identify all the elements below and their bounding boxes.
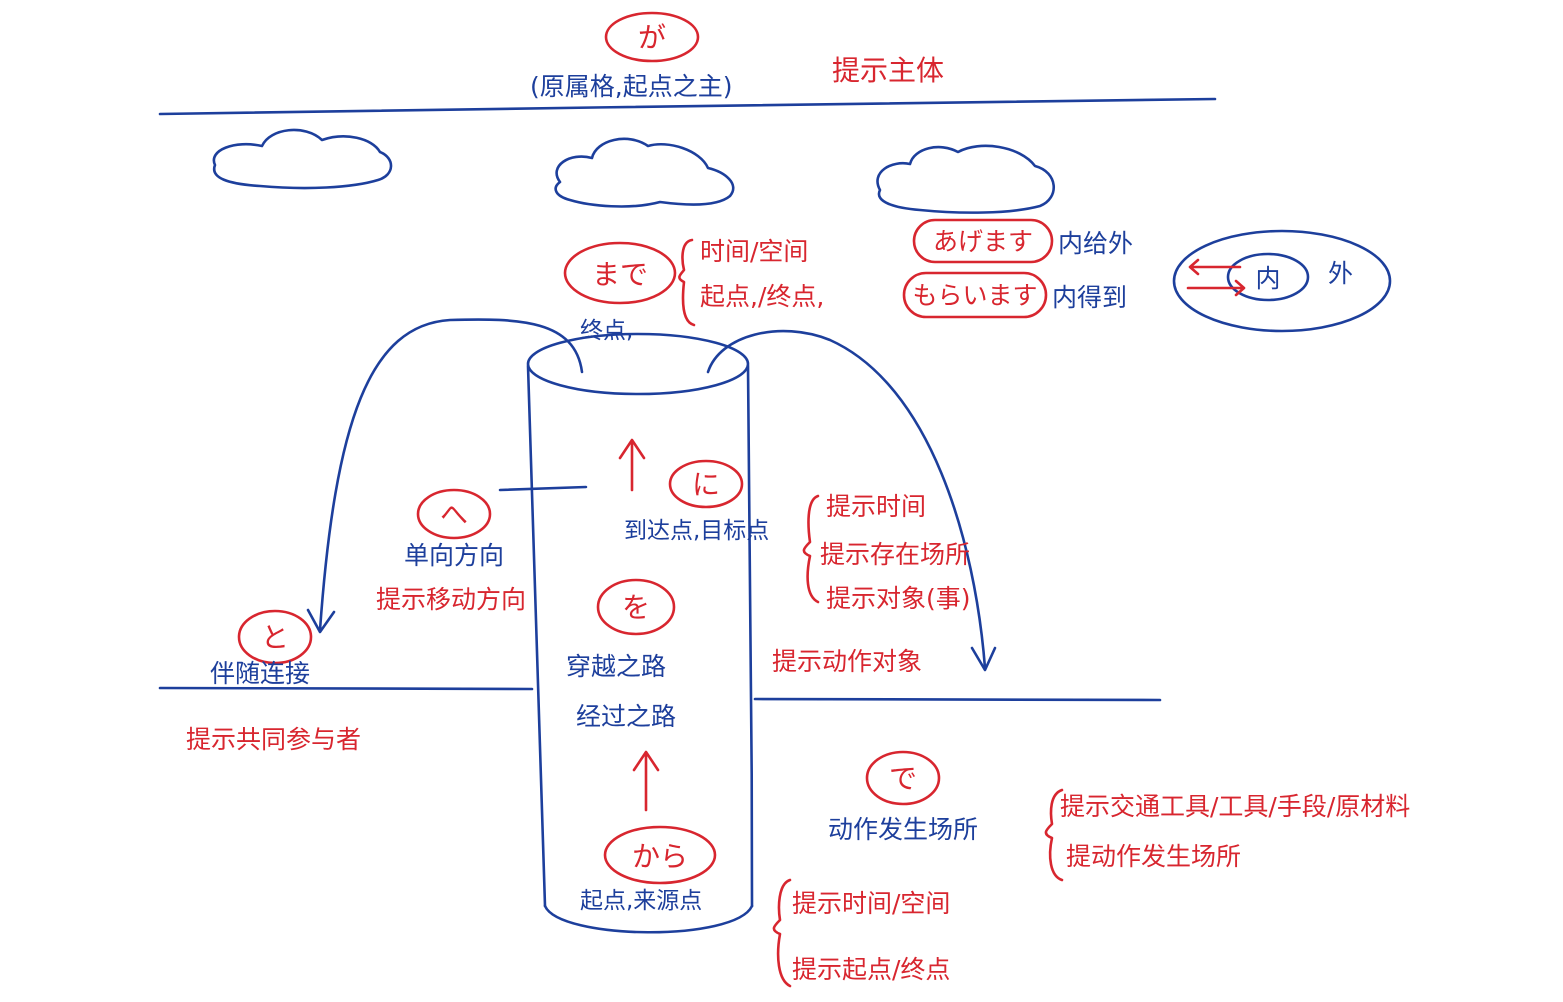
agemasu-verb: あげます bbox=[933, 227, 1033, 256]
inner-circle bbox=[1226, 252, 1310, 302]
he-role: 提示移动方向 bbox=[376, 585, 526, 614]
de-particle-circle bbox=[865, 750, 941, 806]
wo-blue-label-1: 穿越之路 bbox=[566, 652, 666, 681]
outer-oval bbox=[1172, 229, 1392, 333]
he-blue-label: 单向方向 bbox=[404, 541, 504, 570]
de-role-1: 提示交通工具/工具/手段/原材料 bbox=[1060, 792, 1410, 821]
agemasu-meaning: 内给外 bbox=[1058, 229, 1133, 258]
ground-line-left bbox=[158, 686, 534, 691]
right-arc bbox=[706, 329, 987, 670]
sky-line bbox=[158, 97, 1217, 116]
kara-role-2: 提示起点/终点 bbox=[792, 955, 950, 984]
cylinder-bottom bbox=[543, 904, 754, 934]
he-particle-circle bbox=[416, 488, 492, 540]
up-arrow-lower bbox=[632, 750, 660, 812]
made-role-1: 时间/空间 bbox=[700, 237, 808, 266]
ni-blue-label: 到达点,目标点 bbox=[624, 518, 769, 544]
wo-role: 提示动作对象 bbox=[772, 647, 922, 676]
agemasu-box bbox=[912, 218, 1054, 264]
outer-label: 外 bbox=[1328, 259, 1353, 288]
kara-particle-circle bbox=[603, 825, 717, 885]
exchange-arrows bbox=[1186, 258, 1246, 297]
ga-role: 提示主体 bbox=[832, 54, 944, 87]
wo-particle-circle bbox=[596, 578, 676, 636]
to-particle-circle bbox=[237, 609, 313, 665]
left-arc bbox=[318, 318, 584, 632]
left-arc-arrowhead bbox=[306, 608, 336, 634]
ni-role-1: 提示时间 bbox=[826, 492, 926, 521]
to-blue-label: 伴随连接 bbox=[210, 659, 310, 688]
ni-particle-circle bbox=[668, 459, 744, 509]
made-particle-circle bbox=[563, 241, 677, 305]
made-particle: まで bbox=[592, 258, 648, 291]
he-particle: へ bbox=[440, 498, 468, 531]
up-arrow-upper bbox=[618, 438, 646, 492]
ga-particle: が bbox=[638, 21, 666, 54]
made-blue-label: 终点, bbox=[580, 318, 633, 344]
de-bracket bbox=[1044, 788, 1064, 882]
de-blue-label: 动作发生场所 bbox=[828, 815, 978, 844]
cloud-middle bbox=[554, 137, 735, 208]
moraimasu-verb: もらいます bbox=[912, 281, 1037, 310]
cylinder-left-wall bbox=[526, 364, 547, 908]
kara-bracket bbox=[772, 878, 792, 988]
made-role-2: 起点,/终点, bbox=[700, 282, 824, 311]
cloud-left bbox=[212, 128, 393, 190]
wo-blue-label-2: 经过之路 bbox=[576, 702, 676, 731]
ni-particle: に bbox=[692, 468, 720, 501]
kara-blue-label: 起点,来源点 bbox=[580, 888, 702, 914]
de-particle: で bbox=[889, 762, 917, 795]
ni-role-2: 提示存在场所 bbox=[820, 540, 970, 569]
de-role-2: 提动作发生场所 bbox=[1066, 842, 1241, 871]
moraimasu-box bbox=[902, 271, 1048, 319]
to-role: 提示共同参与者 bbox=[186, 725, 361, 754]
made-bracket bbox=[678, 238, 696, 327]
cloud-right bbox=[876, 144, 1056, 214]
moraimasu-meaning: 内得到 bbox=[1052, 283, 1127, 312]
right-arc-arrowhead bbox=[970, 646, 997, 672]
cylinder-right-wall bbox=[746, 364, 754, 908]
ni-role-3: 提示对象(事) bbox=[826, 584, 971, 613]
kara-role-1: 提示时间/空间 bbox=[792, 889, 950, 918]
ground-line-right bbox=[753, 697, 1162, 702]
he-connector bbox=[498, 485, 588, 492]
to-particle: と bbox=[261, 621, 289, 654]
ni-bracket bbox=[802, 494, 820, 604]
cylinder-top bbox=[526, 332, 750, 396]
wo-particle: を bbox=[622, 591, 650, 624]
ga-particle-circle bbox=[604, 11, 700, 63]
ga-note: (原属格,起点之主) bbox=[530, 72, 732, 101]
inner-label: 内 bbox=[1255, 264, 1280, 293]
kara-particle: から bbox=[632, 840, 688, 873]
